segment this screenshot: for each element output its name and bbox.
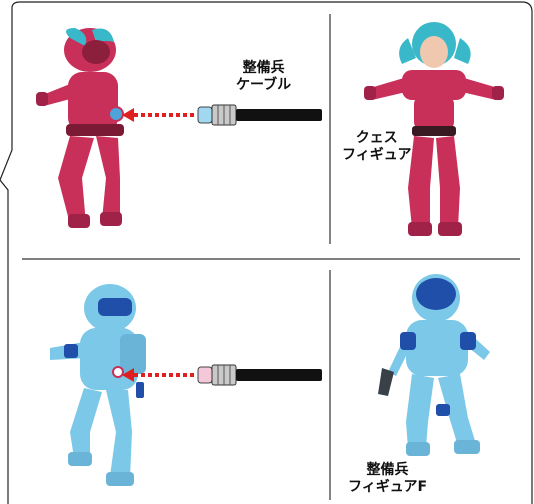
cable-label-line1: 整備兵 xyxy=(242,60,285,76)
quess-figure-front xyxy=(364,22,504,236)
mechanic-figure-side xyxy=(50,284,146,486)
mechanic-figure-front xyxy=(378,274,490,456)
mechanic-figure-label: 整備兵 フィギュアF xyxy=(348,462,427,496)
cable-label: 整備兵 ケーブル xyxy=(236,60,291,94)
cable-label-line2: ケーブル xyxy=(236,77,292,93)
cable-insert-arrow-top xyxy=(122,104,322,126)
pink-figure-side xyxy=(36,28,124,228)
quess-label-line1: クェス xyxy=(355,130,398,146)
quess-label-line2: フィギュア xyxy=(342,147,412,163)
mechanic-label-line1: 整備兵 xyxy=(366,462,409,478)
cable-insert-arrow-bottom xyxy=(122,364,322,386)
quess-label: クェス フィギュア xyxy=(342,130,411,164)
mechanic-label-line2: フィギュアF xyxy=(348,479,428,495)
